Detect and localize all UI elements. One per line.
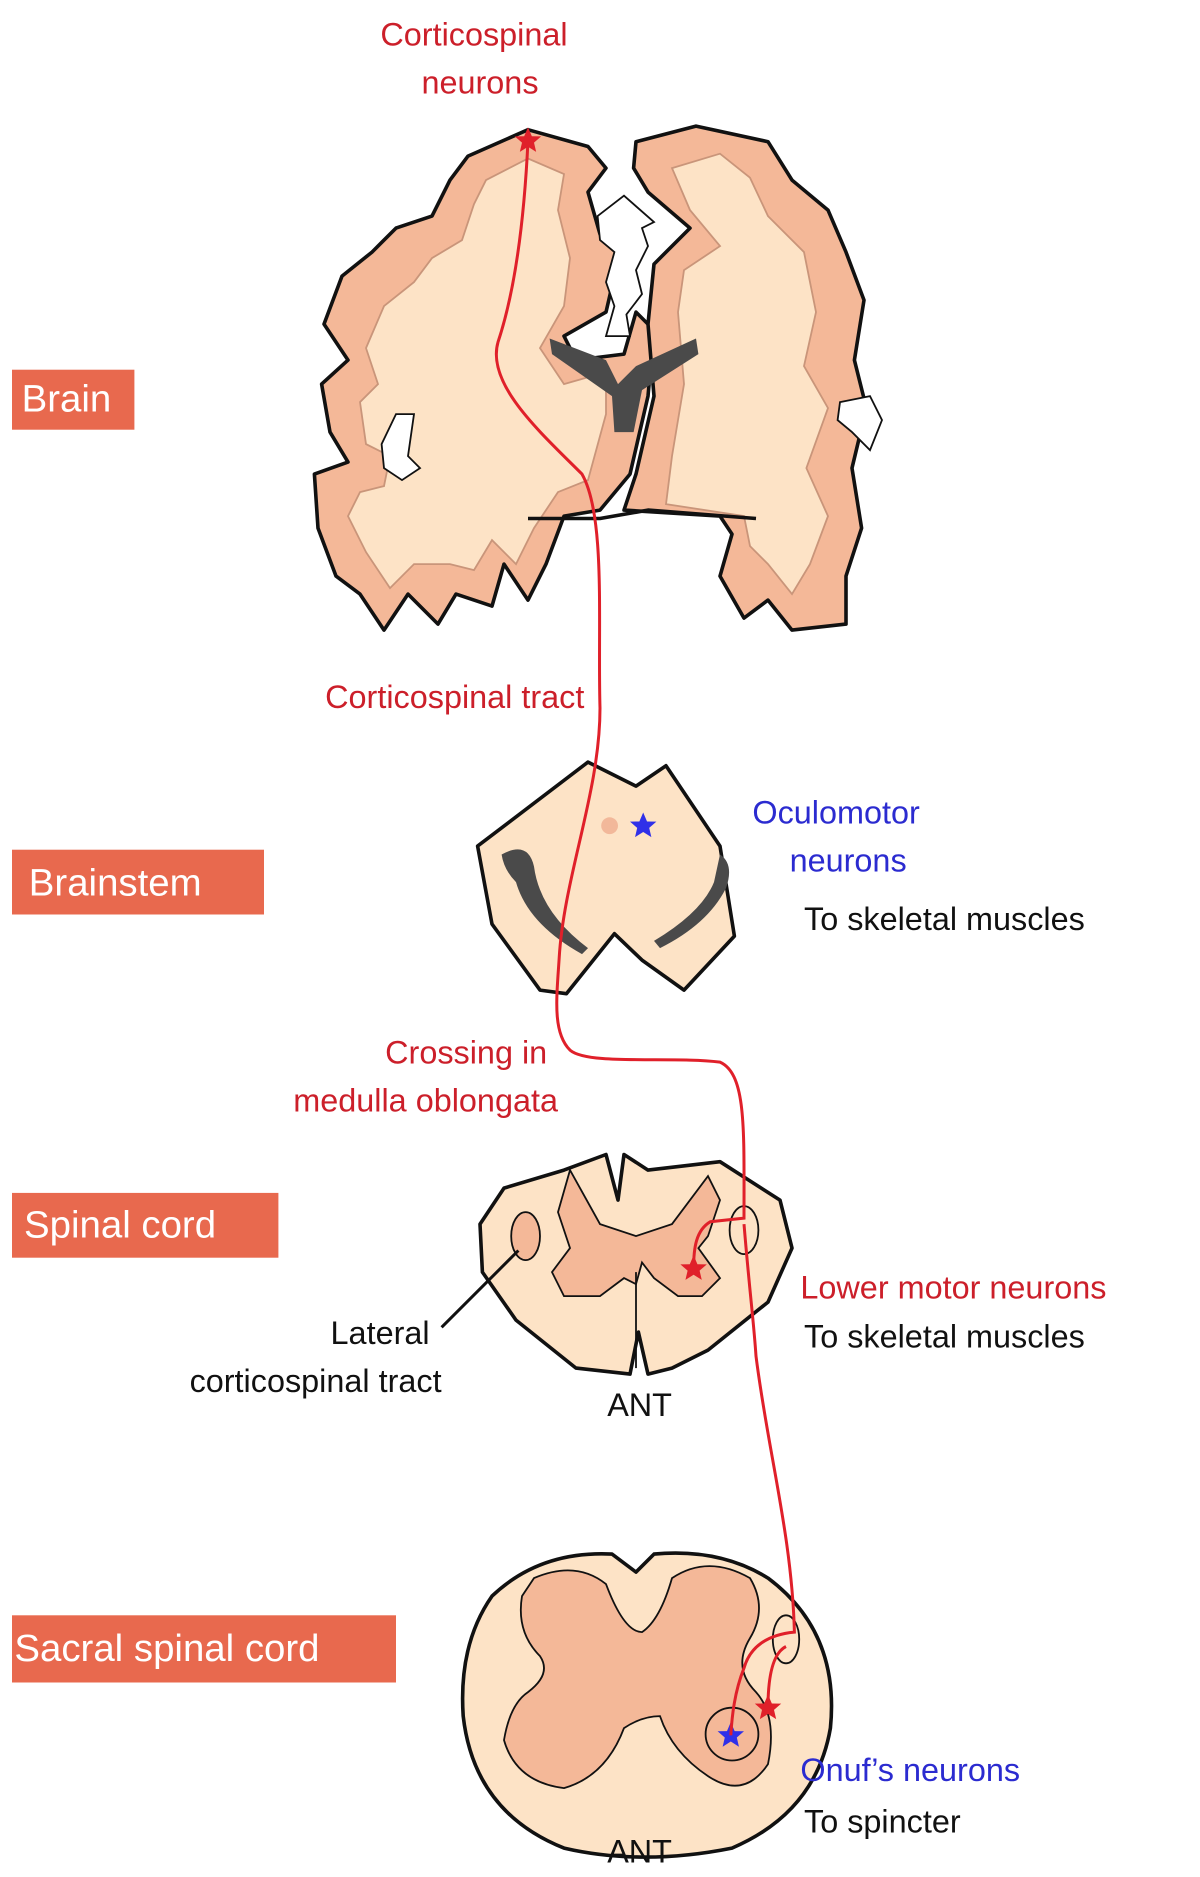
corticospinal-tract-label: Corticospinal tract	[325, 679, 584, 715]
spinal-cord-section	[440, 1152, 794, 1376]
brain-base-line	[528, 508, 757, 521]
right-sulcus-cavity	[836, 395, 883, 452]
svg-text:Brainstem: Brainstem	[29, 861, 202, 904]
left-sulcus-cavity	[380, 413, 422, 482]
lateral-ventricles	[549, 338, 699, 433]
sacral-gray-matter	[503, 1565, 772, 1790]
corticospinal-neurons-label-2: neurons	[421, 65, 538, 101]
red-nucleus	[601, 817, 618, 835]
lower-motor-neurons-label: Lower motor neurons	[800, 1270, 1106, 1306]
right-cerebral-peduncle	[654, 854, 730, 949]
lateral-tract-pointer	[440, 1249, 520, 1329]
brain-section	[312, 124, 883, 632]
region-label-spinal-cord: Spinal cord	[12, 1192, 279, 1258]
anterior-label-spinal: ANT	[607, 1387, 672, 1423]
lateral-tract-label-2: corticospinal tract	[190, 1363, 442, 1399]
spinal-gray-matter	[550, 1167, 722, 1297]
corticospinal-neurons-label: Corticospinal	[380, 17, 567, 53]
longitudinal-fissure	[596, 194, 656, 337]
crossing-label: Crossing in	[385, 1034, 547, 1070]
sacral-cord-section	[460, 1551, 834, 1859]
region-label-brainstem: Brainstem	[12, 849, 264, 915]
onuf-neurons-label: Onuf’s neurons	[800, 1752, 1020, 1788]
spinal-target-label: To skeletal muscles	[804, 1319, 1085, 1355]
svg-text:Brain: Brain	[22, 378, 112, 421]
sacral-branch-line	[766, 1645, 787, 1708]
region-label-brain: Brain	[12, 369, 135, 430]
sacral-target-label: To spincter	[804, 1804, 961, 1840]
corticospinal-tract-line	[494, 140, 746, 1269]
region-label-sacral-spinal-cord: Sacral spinal cord	[12, 1615, 396, 1683]
onuf-nucleus	[704, 1706, 760, 1762]
brainstem-section	[475, 760, 737, 996]
left-cerebral-peduncle	[501, 849, 588, 955]
oculomotor-label-2: neurons	[790, 842, 907, 878]
svg-text:Sacral spinal cord: Sacral spinal cord	[14, 1627, 319, 1670]
crossing-label-2: medulla oblongata	[293, 1082, 559, 1118]
lateral-tract-label: Lateral	[331, 1315, 430, 1351]
anterior-label-sacral: ANT	[607, 1834, 672, 1870]
oculomotor-label: Oculomotor	[752, 794, 920, 830]
left-lateral-tract	[510, 1211, 541, 1262]
corticospinal-tract-descending	[729, 1223, 796, 1736]
left-white-matter	[346, 157, 607, 590]
brainstem-target-label: To skeletal muscles	[804, 901, 1085, 937]
svg-text:Spinal cord: Spinal cord	[24, 1203, 216, 1246]
right-white-matter	[664, 152, 829, 596]
